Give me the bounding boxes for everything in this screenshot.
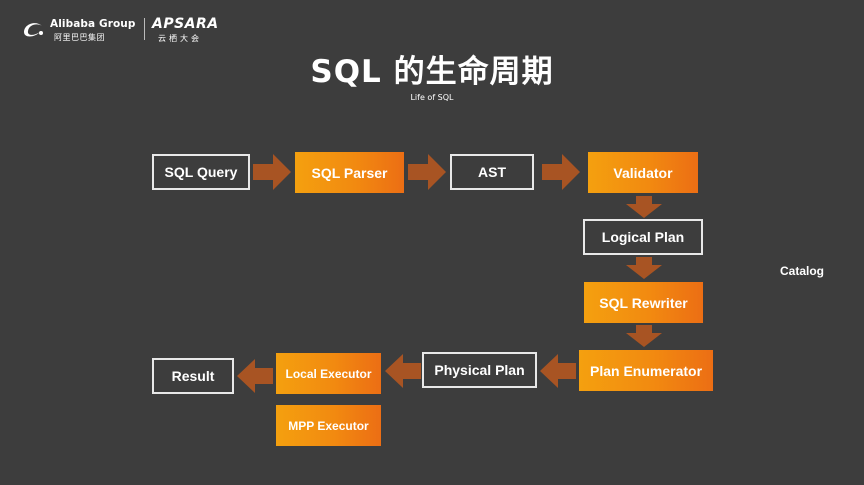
- node-validator: Validator: [588, 152, 698, 193]
- node-plan-enumerator: Plan Enumerator: [579, 350, 713, 391]
- apsara-cn-label: 云栖大会: [158, 34, 202, 43]
- arrow-ast-to-validator-icon: [542, 154, 580, 190]
- node-sql-parser: SQL Parser: [295, 152, 404, 193]
- alibaba-group-label: Alibaba Group: [50, 18, 136, 30]
- arrow-query-to-parser-icon: [253, 154, 291, 190]
- logo-divider: [144, 18, 145, 40]
- arrow-enumerator-to-physical-icon: [540, 354, 576, 388]
- node-logical-plan: Logical Plan: [583, 219, 703, 255]
- node-physical-plan: Physical Plan: [422, 352, 537, 388]
- apsara-logo: APSARA: [152, 16, 219, 32]
- page-title: SQL 的生命周期: [310, 54, 554, 90]
- arrow-rewriter-to-enumerator-icon: [626, 325, 662, 347]
- alibaba-group-cn-label: 阿里巴巴集团: [54, 33, 105, 42]
- arrow-physical-to-executor-icon: [385, 354, 421, 388]
- page-subtitle: Life of SQL: [410, 93, 454, 102]
- node-sql-query: SQL Query: [152, 154, 250, 190]
- arrow-logical-to-rewriter-icon: [626, 257, 662, 279]
- node-result: Result: [152, 358, 234, 394]
- header-logos: Alibaba Group 阿里巴巴集团 APSARA 云栖大会: [18, 12, 218, 46]
- arrow-executor-to-result-icon: [237, 359, 273, 393]
- arrow-parser-to-ast-icon: [408, 154, 446, 190]
- node-mpp-executor: MPP Executor: [276, 405, 381, 446]
- node-local-executor: Local Executor: [276, 353, 381, 394]
- node-sql-rewriter: SQL Rewriter: [584, 282, 703, 323]
- catalog-label: Catalog: [780, 264, 825, 278]
- alibaba-logo-icon: [24, 23, 43, 37]
- arrow-validator-to-logical-icon: [626, 196, 662, 218]
- node-ast: AST: [450, 154, 534, 190]
